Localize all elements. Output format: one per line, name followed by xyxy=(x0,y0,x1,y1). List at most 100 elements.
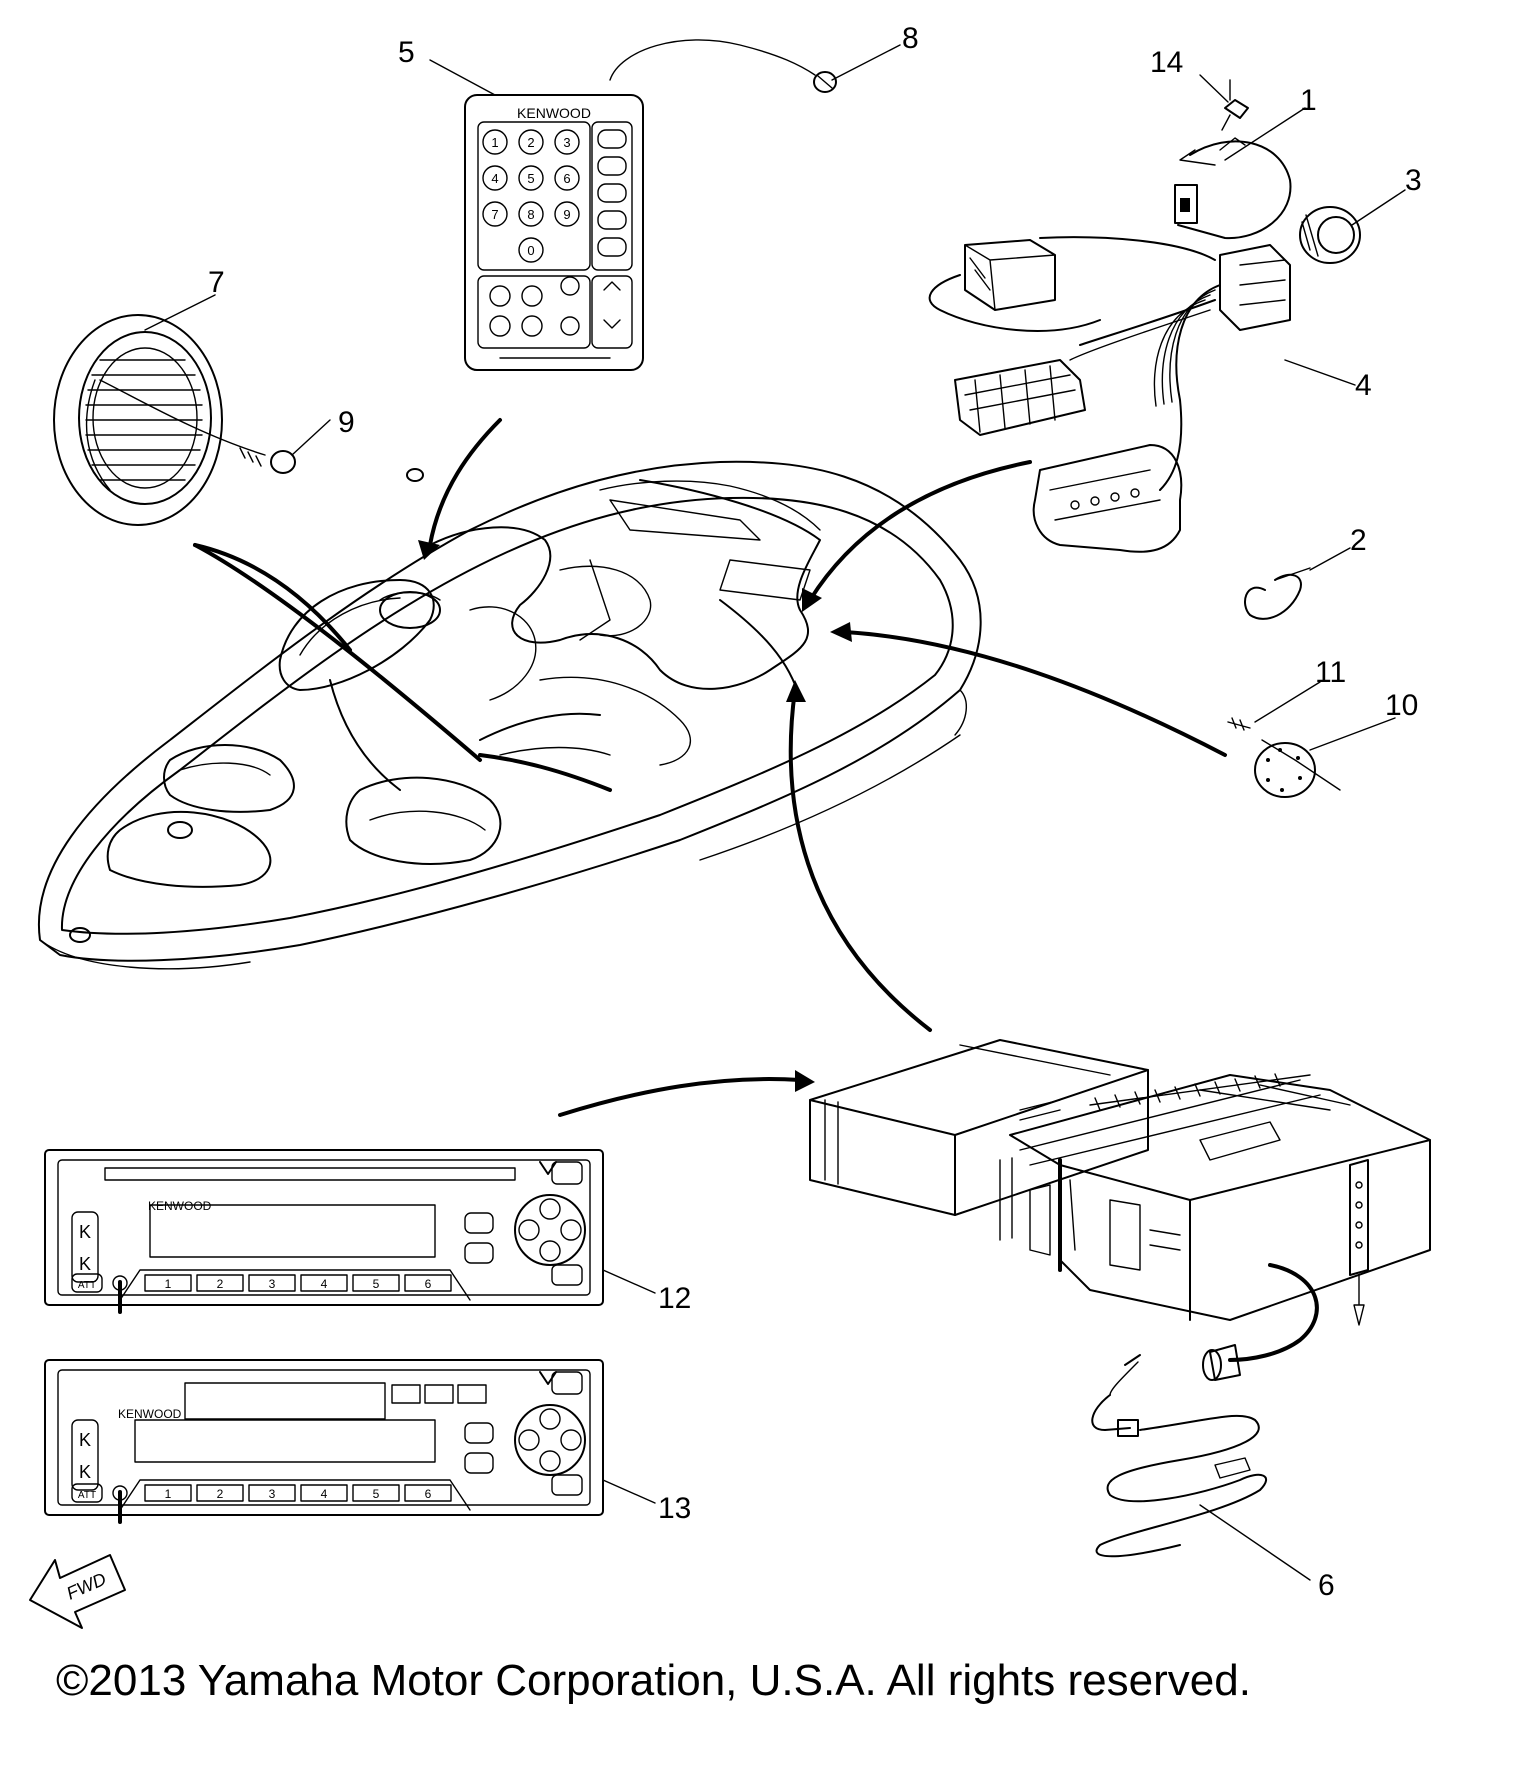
remote-side-key[interactable] xyxy=(597,210,627,230)
preset-button-3[interactable] xyxy=(248,1274,296,1292)
preset-label: 1 xyxy=(165,1487,172,1501)
preset-label: 3 xyxy=(269,1277,276,1291)
plug-10 xyxy=(1254,742,1316,798)
remote-key-3[interactable] xyxy=(554,129,580,155)
remote-key-label: 3 xyxy=(563,135,570,150)
head-unit-13: KENWOOD K K ATT 1 2 3 4 5 6 xyxy=(44,1359,604,1524)
stereo-chassis xyxy=(999,1074,1431,1321)
remote-keypad: 1 2 3 4 5 6 7 8 9 0 xyxy=(482,129,627,263)
preset-label: 2 xyxy=(217,1277,224,1291)
callout-2: 2 xyxy=(1350,524,1367,557)
remote-key-4[interactable] xyxy=(482,165,508,191)
preset-button-2[interactable] xyxy=(196,1274,244,1292)
callout-11: 11 xyxy=(1315,656,1346,689)
remote-key-9[interactable] xyxy=(554,201,580,227)
remote-key-label: 1 xyxy=(491,135,498,150)
clip-8 xyxy=(813,71,837,93)
speaker-grille xyxy=(53,314,223,526)
mounting-strap xyxy=(1349,1159,1369,1326)
callout-6: 6 xyxy=(1318,1569,1335,1602)
remote-key-8[interactable] xyxy=(518,201,544,227)
remote-key-label: 2 xyxy=(527,135,534,150)
antenna-6 xyxy=(1091,1354,1268,1558)
callout-5: 5 xyxy=(398,36,415,69)
boat-hull xyxy=(37,460,982,970)
callout-14: 14 xyxy=(1150,46,1183,79)
remote-key-5[interactable] xyxy=(518,165,544,191)
preset-label: 6 xyxy=(425,1277,432,1291)
svg-text:K: K xyxy=(79,1462,91,1482)
remote-key-6[interactable] xyxy=(554,165,580,191)
callout-8: 8 xyxy=(902,22,919,55)
svg-text:K: K xyxy=(79,1430,91,1450)
grommet-3 xyxy=(1299,206,1361,264)
remote-key-1[interactable] xyxy=(482,129,508,155)
remote-key-label: 8 xyxy=(527,207,534,222)
cable-tie-2 xyxy=(1244,567,1311,620)
preset-label: 6 xyxy=(425,1487,432,1501)
bracket-1 xyxy=(1174,137,1292,240)
callout-12: 12 xyxy=(658,1282,691,1315)
screw-9 xyxy=(99,379,296,474)
preset-button-6[interactable] xyxy=(404,1484,452,1502)
callout-numbers: 1 14 3 4 2 11 10 5 8 7 9 12 13 6 xyxy=(208,22,1422,1602)
antenna-lead xyxy=(1202,1263,1319,1381)
head-unit-12: KENWOOD K K ATT 1 2 3 4 5 6 xyxy=(44,1149,604,1314)
head-unit-12-brand: KENWOOD xyxy=(148,1199,212,1213)
preset-button-5[interactable] xyxy=(352,1484,400,1502)
callout-10: 10 xyxy=(1385,689,1418,722)
remote-control: KENWOOD 1 2 3 4 5 6 7 8 9 0 xyxy=(464,94,644,371)
remote-side-key[interactable] xyxy=(597,156,627,176)
preset-button-5[interactable] xyxy=(352,1274,400,1292)
preset-label: 2 xyxy=(217,1487,224,1501)
callout-9: 9 xyxy=(338,406,355,439)
callout-7: 7 xyxy=(208,266,225,299)
callout-3: 3 xyxy=(1405,164,1422,197)
preset-button-4[interactable] xyxy=(300,1274,348,1292)
svg-text:K: K xyxy=(79,1222,91,1242)
remote-key-label: 7 xyxy=(491,207,498,222)
mounting-sleeve xyxy=(809,1039,1149,1216)
remote-key-2[interactable] xyxy=(518,129,544,155)
remote-side-key[interactable] xyxy=(597,183,627,203)
preset-label: 1 xyxy=(165,1277,172,1291)
remote-key-label: 6 xyxy=(563,171,570,186)
preset-button-6[interactable] xyxy=(404,1274,452,1292)
preset-button-2[interactable] xyxy=(196,1484,244,1502)
preset-label: 5 xyxy=(373,1487,380,1501)
remote-key-label: 5 xyxy=(527,171,534,186)
remote-key-0[interactable] xyxy=(518,237,544,263)
remote-key-label: 4 xyxy=(491,171,498,186)
mounting-rail xyxy=(1089,1073,1311,1111)
screw-14 xyxy=(1221,99,1249,131)
callout-4: 4 xyxy=(1355,369,1372,402)
preset-button-3[interactable] xyxy=(248,1484,296,1502)
head-unit-13-brand: KENWOOD xyxy=(118,1407,182,1421)
copyright-notice: ©2013 Yamaha Motor Corporation, U.S.A. A… xyxy=(56,1656,1251,1705)
svg-text:K: K xyxy=(79,1254,91,1274)
remote-side-key[interactable] xyxy=(597,129,627,149)
screw-11 xyxy=(1227,717,1341,791)
remote-brand: KENWOOD xyxy=(517,105,591,121)
preset-label: 5 xyxy=(373,1277,380,1291)
head-unit-12-att: ATT xyxy=(78,1280,96,1291)
remote-side-key[interactable] xyxy=(597,237,627,257)
leader-lines xyxy=(144,44,1406,1581)
fwd-arrow: FWD xyxy=(29,1554,126,1629)
preset-button-4[interactable] xyxy=(300,1484,348,1502)
remote-key-label: 0 xyxy=(527,243,534,258)
preset-label: 4 xyxy=(321,1277,328,1291)
wiring-harness xyxy=(928,236,1291,553)
head-unit-13-att: ATT xyxy=(78,1490,96,1501)
callout-1: 1 xyxy=(1300,84,1317,117)
preset-button-1[interactable] xyxy=(144,1274,192,1292)
callout-13: 13 xyxy=(658,1492,691,1525)
preset-label: 3 xyxy=(269,1487,276,1501)
deck13-preset-row: 1 2 3 4 5 6 xyxy=(144,1484,452,1502)
preset-button-1[interactable] xyxy=(144,1484,192,1502)
remote-key-7[interactable] xyxy=(482,201,508,227)
assembly-arrows xyxy=(193,39,1227,1117)
remote-key-label: 9 xyxy=(563,207,570,222)
preset-label: 4 xyxy=(321,1487,328,1501)
